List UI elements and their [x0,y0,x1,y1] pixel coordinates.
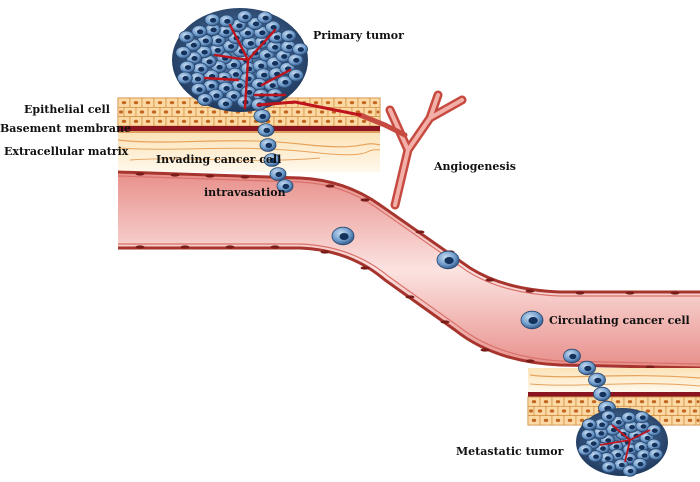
invading-cancer-cell [257,123,275,137]
extravasating-cancer-cell [588,372,606,388]
invading-cancer-cells [253,109,294,193]
metastatic-cell [632,457,648,470]
tumor-cell [251,77,267,91]
extravasating-cancer-cell [563,348,581,364]
label-intravasation: intravasation [204,186,286,199]
tumor-cell [288,68,304,82]
label-invading-cancer-cell: Invading cancer cell [156,153,282,166]
blood-vessel [117,170,700,370]
tumor-cell [191,25,208,38]
metastatic-cell [601,410,616,423]
extravasating-cancer-cell [593,386,611,402]
invading-cancer-cell [253,109,271,123]
tumor-cell [292,42,308,56]
metastatic-cell [582,418,597,431]
label-basement-membrane: Basement membrane [0,122,132,135]
tumor-cell [175,46,192,59]
label-angiogenesis: Angiogenesis [434,160,516,173]
primary-tumor [172,8,362,117]
tumor-cell [265,20,281,34]
metastatic-cell [622,464,638,477]
tumor-cell [179,60,196,74]
tumor-cell [218,14,235,28]
circulating-cancer-cells [331,226,544,330]
tumor-cell [197,93,213,106]
tumor-cell [236,10,253,24]
tumor-cell [190,82,207,96]
circulating-cancer-cell [520,310,544,330]
invading-cancer-cell [269,167,287,181]
tumor-cell [176,71,193,85]
label-epithelial-cell: Epithelial cell [24,103,110,116]
label-extracellular-matrix: Extracellular matrix [4,145,129,158]
label-primary-tumor: Primary tumor [313,29,404,42]
metastatic-cell [646,424,662,437]
metastatic-cell [587,450,603,463]
metastatic-cell [646,438,662,451]
metastatic-cell [577,444,593,457]
extravasating-cancer-cell [578,360,596,376]
tumor-cell [266,40,283,54]
upper-extracellular-matrix [117,132,381,172]
tumor-cell [178,30,195,44]
metastatic-tumor [576,408,668,477]
metastatic-cell [623,420,639,433]
label-circulating-cancer-cell: Circulating cancer cell [549,314,690,327]
label-metastatic-tumor: Metastatic tumor [456,445,564,458]
tumor-cell [204,13,221,27]
invading-cancer-cell [259,138,277,152]
tumor-cell [257,11,273,25]
tumor-cell [280,29,297,43]
circulating-cancer-cell [331,226,355,246]
invading-cancer-cell [276,179,294,193]
angiogenesis-branch [357,90,467,210]
metastatic-cell [621,411,637,424]
tumor-cell [276,75,293,89]
invading-cancer-cell [263,153,281,167]
tumor-cell [217,97,234,110]
tumor-cell [255,68,272,82]
lower-extracellular-matrix [528,368,700,392]
metastatic-cell [580,428,596,441]
tumor-cell [275,49,292,63]
circulating-cancer-cell [436,250,460,270]
metastatic-cell [601,461,617,474]
upper-basement-membrane [118,126,380,133]
metastatic-cell [648,448,664,461]
lower-basement-membrane [528,392,700,397]
tumor-cell [287,53,304,67]
metastatic-cell [634,411,650,424]
